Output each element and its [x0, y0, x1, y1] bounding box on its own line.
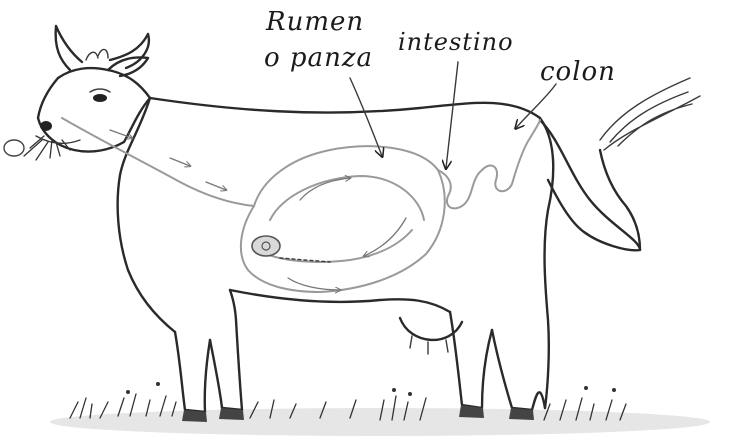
rumen-arrow: [350, 78, 382, 156]
labels: Rumen o panza intestino colon: [264, 7, 616, 87]
colon-arrow: [516, 84, 556, 128]
cow-body: [118, 78, 700, 422]
label-rumen: Rumen: [265, 7, 364, 37]
label-arrows: [350, 62, 556, 168]
ground-shadow: [50, 408, 710, 436]
cow-head: [4, 26, 150, 160]
digestive-tract: [62, 118, 540, 292]
label-intestine: intestino: [398, 28, 514, 56]
label-colon: colon: [540, 57, 616, 87]
label-panza: o panza: [264, 43, 373, 73]
intestine-arrow: [446, 62, 458, 168]
